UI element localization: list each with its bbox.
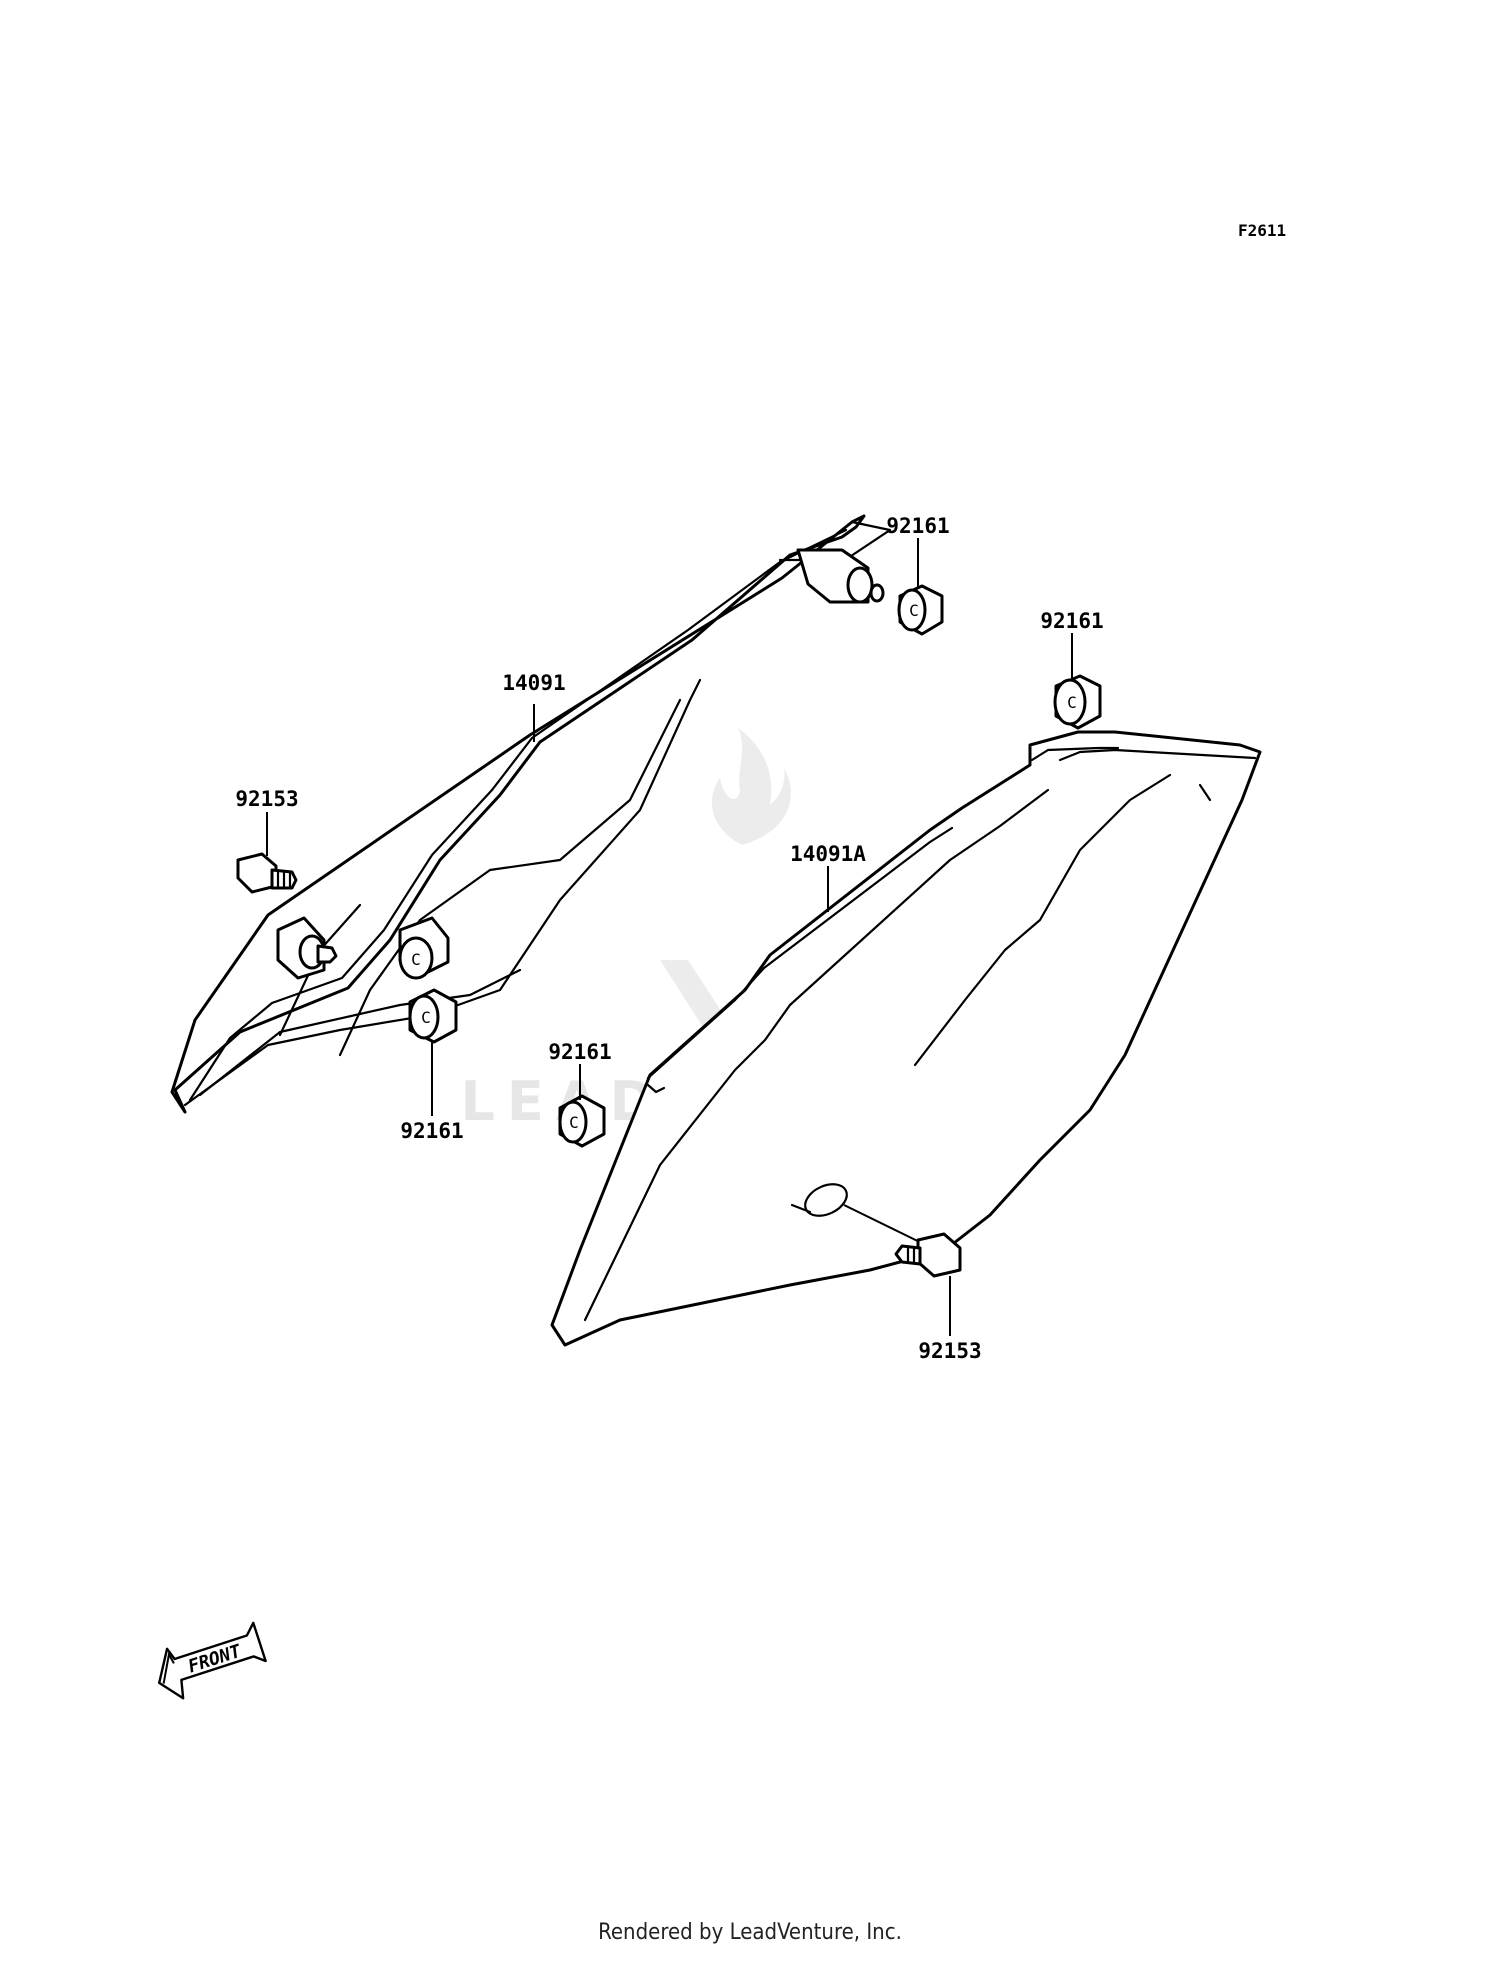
grommet-on-cover: C [398, 916, 450, 980]
part-label-92161-b: 92161 [1040, 609, 1103, 633]
mount-pin-lower [276, 916, 338, 980]
part-label-92161-c: 92161 [548, 1040, 611, 1064]
footer-credit: Rendered by LeadVenture, Inc. [598, 1920, 902, 1945]
part-label-14091A: 14091A [790, 842, 866, 866]
grommet-92161-bottom-left: C [408, 988, 458, 1044]
front-arrow-icon [158, 1621, 267, 1700]
part-label-92153-b: 92153 [918, 1339, 981, 1363]
svg-text:C: C [569, 1113, 579, 1132]
front-arrow: FRONT [158, 1621, 267, 1700]
svg-text:C: C [421, 1008, 431, 1027]
flame-logo-icon [711, 728, 791, 845]
part-label-92161-d: 92161 [400, 1119, 463, 1143]
mount-pin-top [796, 548, 885, 604]
bolt-92153-right [843, 1204, 962, 1278]
grommet-92161-top-left: C [897, 584, 944, 636]
svg-text:C: C [1067, 693, 1077, 712]
grommet-92161-top-right: C [1053, 674, 1102, 730]
grommet-92161-middle: C [558, 1094, 606, 1148]
part-label-14091: 14091 [502, 671, 565, 695]
svg-text:C: C [411, 950, 421, 969]
svg-text:C: C [909, 601, 919, 620]
figure-ref: F2611 [1238, 221, 1286, 240]
part-label-92161-a: 92161 [886, 514, 949, 538]
callouts: 92161 92161 14091 92153 14091A 92161 921… [235, 514, 1103, 1363]
side-cover-right [550, 730, 1262, 1347]
side-cover-left: C [170, 514, 892, 1114]
part-label-92153-a: 92153 [235, 787, 298, 811]
bolt-92153-left [236, 852, 298, 894]
